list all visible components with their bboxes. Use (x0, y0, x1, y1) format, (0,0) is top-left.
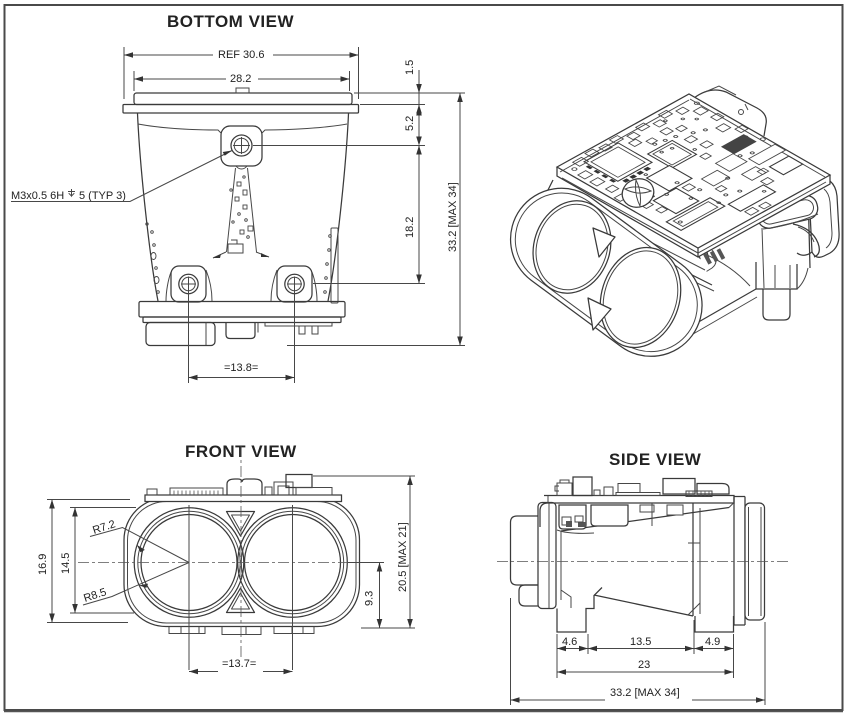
svg-text:5.2: 5.2 (404, 116, 416, 131)
svg-text:BOTTOM VIEW: BOTTOM VIEW (167, 12, 294, 31)
svg-text:1.5: 1.5 (404, 60, 416, 75)
svg-text:SIDE VIEW: SIDE VIEW (609, 450, 702, 469)
svg-text:23: 23 (638, 659, 650, 671)
svg-text:33.2 [MAX 34]: 33.2 [MAX 34] (610, 687, 680, 699)
svg-text:4.9: 4.9 (705, 636, 720, 648)
svg-text:4.6: 4.6 (562, 636, 577, 648)
svg-text:5 (TYP 3): 5 (TYP 3) (79, 190, 126, 202)
svg-text:18.2: 18.2 (404, 217, 416, 238)
svg-text:M3x0.5 6H: M3x0.5 6H (11, 190, 64, 202)
svg-text:13.5: 13.5 (630, 636, 651, 648)
svg-text:16.9: 16.9 (37, 554, 49, 575)
svg-text:=13.7=: =13.7= (222, 658, 256, 670)
svg-text:14.5: 14.5 (60, 553, 72, 574)
svg-text:33.2 [MAX 34]: 33.2 [MAX 34] (447, 182, 459, 252)
svg-text:REF 30.6: REF 30.6 (218, 49, 264, 61)
svg-text:20.5 [MAX 21]: 20.5 [MAX 21] (397, 522, 409, 592)
svg-text:=13.8=: =13.8= (224, 362, 258, 374)
svg-text:28.2: 28.2 (230, 73, 251, 85)
svg-text:9.3: 9.3 (364, 591, 376, 606)
